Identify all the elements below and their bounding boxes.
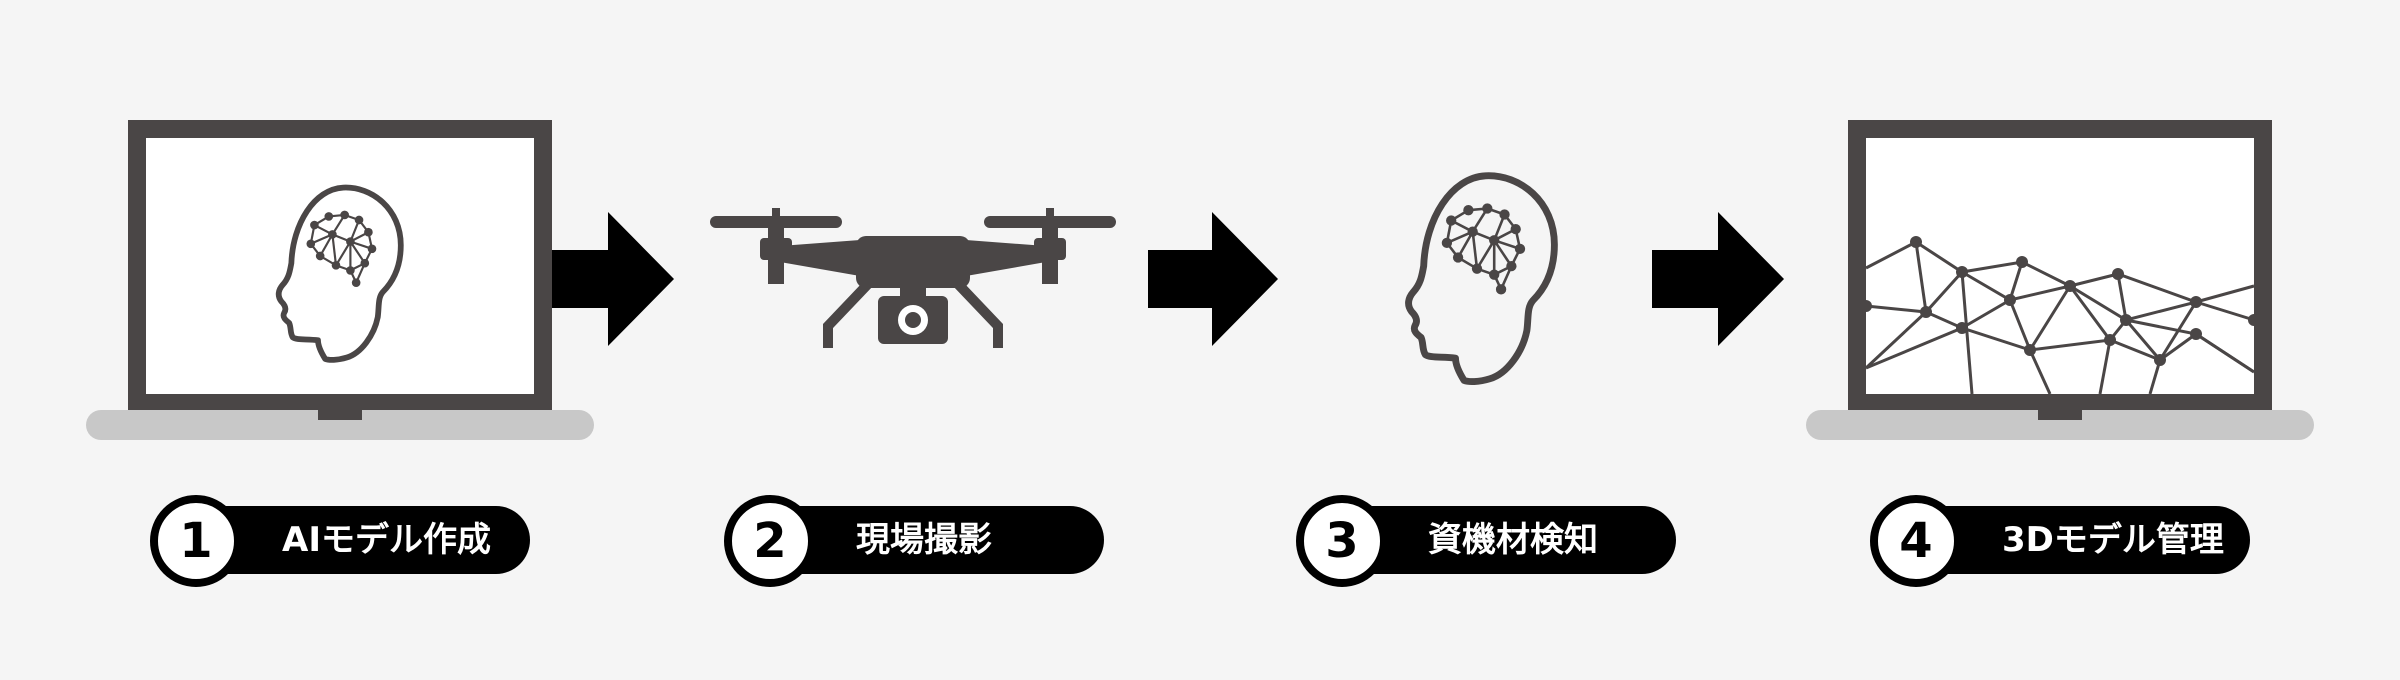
step-3-number: 3: [1296, 495, 1388, 587]
step-3-text: 資機材検知: [1428, 520, 1598, 560]
arrow-right-icon: [552, 212, 674, 346]
step-4-number: 4: [1870, 495, 1962, 587]
laptop-brain-icon: [86, 120, 594, 440]
arrow-right-icon: [1652, 212, 1784, 346]
step-1-text: AIモデル作成: [282, 520, 491, 560]
step-4-text: 3Dモデル管理: [2002, 520, 2224, 560]
laptop-3d-mesh-icon: [1806, 120, 2314, 440]
step-1-number: 1: [150, 495, 242, 587]
step-2-text: 現場撮影: [856, 520, 992, 560]
step-3-label: 3 資機材検知: [1296, 495, 1676, 587]
drone-icon: [710, 208, 1116, 348]
step-4-label: 4 3Dモデル管理: [1870, 495, 2250, 587]
brain-head-icon: [1409, 176, 1555, 382]
arrow-right-icon: [1148, 212, 1278, 346]
step-2-label: 2 現場撮影: [724, 495, 1104, 587]
step-1-label: 1 AIモデル作成: [150, 495, 530, 587]
step-2-number: 2: [724, 495, 816, 587]
